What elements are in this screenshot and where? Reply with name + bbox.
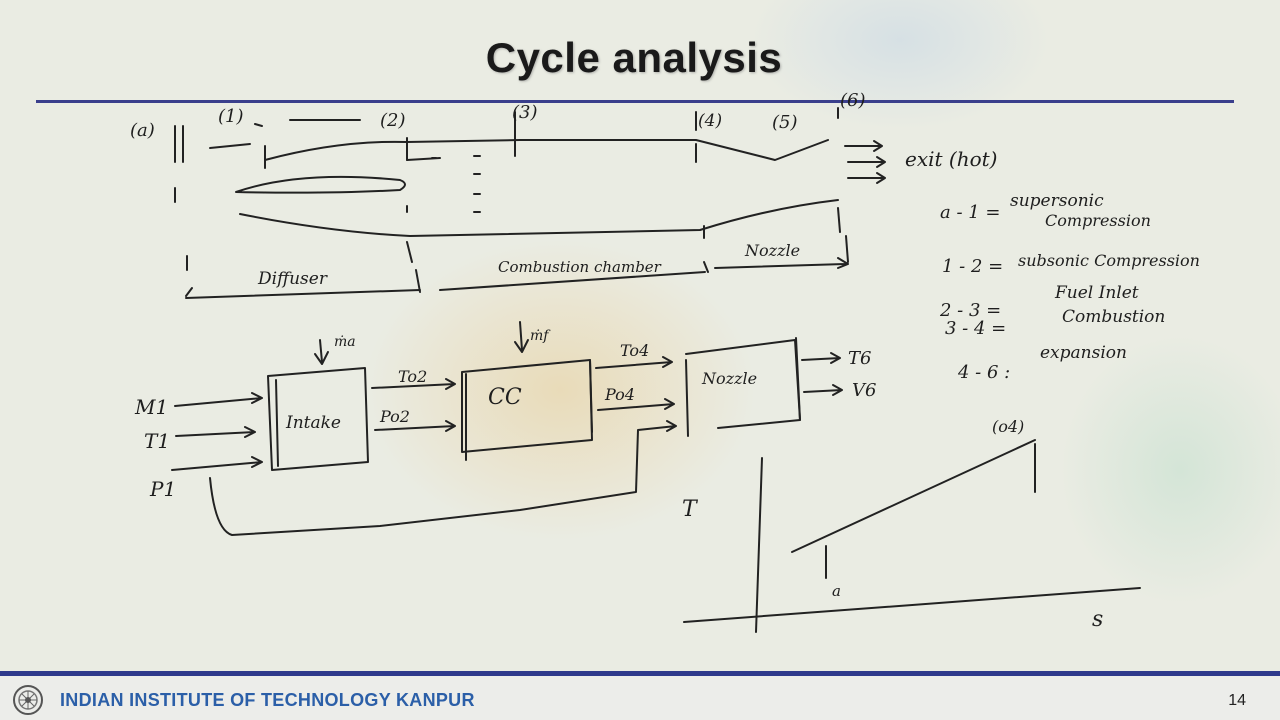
inlet-spike — [235, 175, 406, 194]
institute-logo-icon — [13, 685, 43, 715]
combustor-span — [439, 271, 706, 291]
note-text-23: Fuel Inlet — [1054, 283, 1139, 303]
station-label-1: (1) — [218, 106, 244, 127]
institute-name: INDIAN INSTITUTE OF TECHNOLOGY KANPUR — [60, 690, 475, 710]
label-po4: Po4 — [604, 385, 635, 404]
slide-title: Cycle analysis — [485, 34, 783, 81]
title-divider — [36, 100, 1234, 103]
ts-process-line — [791, 439, 1036, 553]
exit-arrow-2 — [847, 156, 886, 168]
note-range-46: 4 - 6 : — [957, 362, 1010, 383]
ts-diagram: T s a (o4) — [682, 417, 1141, 633]
footer-bar — [0, 676, 1280, 720]
label-po2: Po2 — [379, 407, 410, 426]
note-text-34: Combustion — [1062, 307, 1165, 327]
station-label-a: (a) — [130, 120, 155, 141]
station-label-4: (4) — [698, 111, 722, 131]
block-label-nozzle: Nozzle — [701, 369, 757, 388]
ts-y-axis-label: T — [682, 497, 699, 522]
diffuser-span — [185, 287, 421, 299]
intake-block — [267, 367, 369, 471]
page-number: 14 — [1228, 692, 1246, 709]
ts-x-axis-label: s — [1092, 607, 1103, 632]
block-label-intake: Intake — [285, 413, 341, 433]
note-range-34: 3 - 4 = — [945, 318, 1006, 339]
intake-air-arrow — [314, 339, 329, 365]
label-to4: To4 — [620, 341, 649, 360]
ts-x-axis — [683, 587, 1141, 623]
input-label-t1: T1 — [144, 429, 170, 453]
note-range-a1: a - 1 = — [940, 202, 1001, 223]
input-arrow-m1 — [174, 392, 263, 407]
note-range-12: 1 - 2 = — [942, 256, 1003, 277]
label-air-flow: ṁa — [334, 334, 356, 350]
input-label-p1: P1 — [149, 477, 176, 501]
note-text-a1: supersonic — [1010, 191, 1104, 211]
label-fuel-flow: ṁf — [530, 328, 551, 344]
note-range-23: 2 - 3 = — [939, 300, 1001, 321]
fuel-arrow — [514, 321, 529, 353]
note-text-46: expansion — [1040, 343, 1127, 363]
combustor-block — [461, 359, 593, 453]
section-label-diffuser: Diffuser — [257, 269, 328, 289]
input-label-m1: M1 — [134, 395, 168, 419]
section-label-nozzle: Nozzle — [744, 241, 800, 260]
station-label-2: (2) — [380, 110, 406, 131]
engine-outer-bottom — [239, 199, 839, 237]
exit-arrow-3 — [847, 172, 886, 184]
station-label-6: (6) — [840, 90, 866, 111]
footer-divider — [0, 671, 1280, 676]
engine-sketch: (a) (1) (2) (3) (4) (5) (6) exit (hot) D… — [130, 90, 997, 299]
ts-point-a: a — [832, 582, 841, 600]
block-diagram: M1 T1 P1 Intake CC Nozzle To2 Po2 To4 Po… — [134, 321, 876, 536]
handwritten-sketch: (a) (1) (2) (3) (4) (5) (6) exit (hot) D… — [130, 90, 1200, 633]
ts-y-axis — [755, 457, 763, 633]
station-a-marker — [174, 125, 184, 163]
block-label-cc: CC — [488, 385, 522, 410]
station-label-5: (5) — [772, 112, 798, 133]
input-arrow-p1 — [171, 456, 263, 471]
note-text-a1-line2: Compression — [1045, 211, 1151, 230]
note-text-12: subsonic Compression — [1018, 251, 1200, 270]
output-label-v6: V6 — [852, 380, 876, 401]
output-label-t6: T6 — [848, 348, 871, 369]
bypass-line — [209, 420, 677, 536]
section-label-combustor: Combustion chamber — [498, 258, 662, 276]
nozzle-span — [714, 257, 849, 269]
ts-point-o4: (o4) — [992, 417, 1024, 436]
engine-outer-top — [264, 139, 829, 161]
input-arrow-t1 — [175, 426, 256, 438]
exit-arrow-1 — [844, 140, 883, 152]
label-to2: To2 — [398, 367, 427, 386]
process-notes: a - 1 = supersonic Compression 1 - 2 = s… — [939, 191, 1200, 383]
exit-label: exit (hot) — [905, 147, 997, 171]
station-label-3: (3) — [512, 102, 538, 123]
